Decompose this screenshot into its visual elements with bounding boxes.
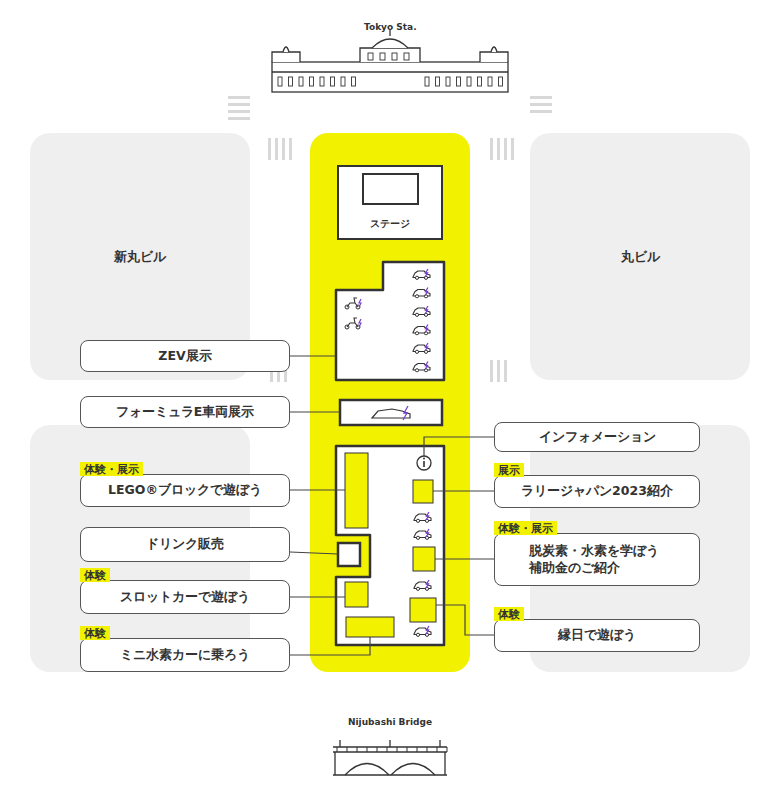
callout-box: 体験ミニ水素カーに乗ろう [80, 638, 290, 672]
callout-text: LEGO®ブロックで遊ぼう [108, 482, 262, 499]
callout-box: 展示ラリージャパン2023紹介 [494, 475, 700, 508]
place-label: Nijubashi Bridge [348, 717, 432, 727]
category-tag: 体験 [80, 568, 110, 582]
category-tag: 展示 [494, 463, 524, 477]
callout-text: 縁日で遊ぼう [558, 627, 636, 644]
place-label: Tokyo Sta. [364, 22, 417, 32]
stage-screen [362, 173, 419, 205]
callout-box: ZEV展示 [80, 340, 290, 372]
callout-text: 脱炭素・水素を学ぼう 補助金のご紹介 [529, 543, 669, 577]
category-tag: 体験・展示 [494, 521, 557, 535]
callout-text: スロットカーで遊ぼう [120, 589, 250, 606]
callout-text: ラリージャパン2023紹介 [521, 483, 673, 500]
callout-box: インフォメーション [494, 422, 700, 452]
building-name: 丸ビル [621, 248, 660, 266]
callout-text: フォーミュラE車両展示 [116, 404, 255, 421]
callout-text: ZEV展示 [158, 348, 211, 365]
category-tag: 体験 [494, 607, 524, 621]
callout-box: 体験・展示脱炭素・水素を学ぼう 補助金のご紹介 [494, 533, 700, 586]
stage-box: ステージ [337, 165, 443, 240]
stage-label: ステージ [339, 217, 441, 231]
callout-box: ドリンク販売 [80, 527, 290, 562]
callout-text: インフォメーション [539, 429, 656, 446]
callout-text: ミニ水素カーに乗ろう [120, 647, 250, 664]
callout-box: 体験スロットカーで遊ぼう [80, 580, 290, 614]
building-block: 丸ビル [530, 133, 750, 380]
callout-box: 体験縁日で遊ぼう [494, 619, 700, 652]
callout-text: ドリンク販売 [146, 536, 224, 553]
category-tag: 体験・展示 [80, 462, 143, 476]
building-name: 新丸ビル [114, 248, 166, 266]
callout-box: 体験・展示LEGO®ブロックで遊ぼう [80, 474, 290, 507]
category-tag: 体験 [80, 626, 110, 640]
callout-box: フォーミュラE車両展示 [80, 396, 290, 428]
